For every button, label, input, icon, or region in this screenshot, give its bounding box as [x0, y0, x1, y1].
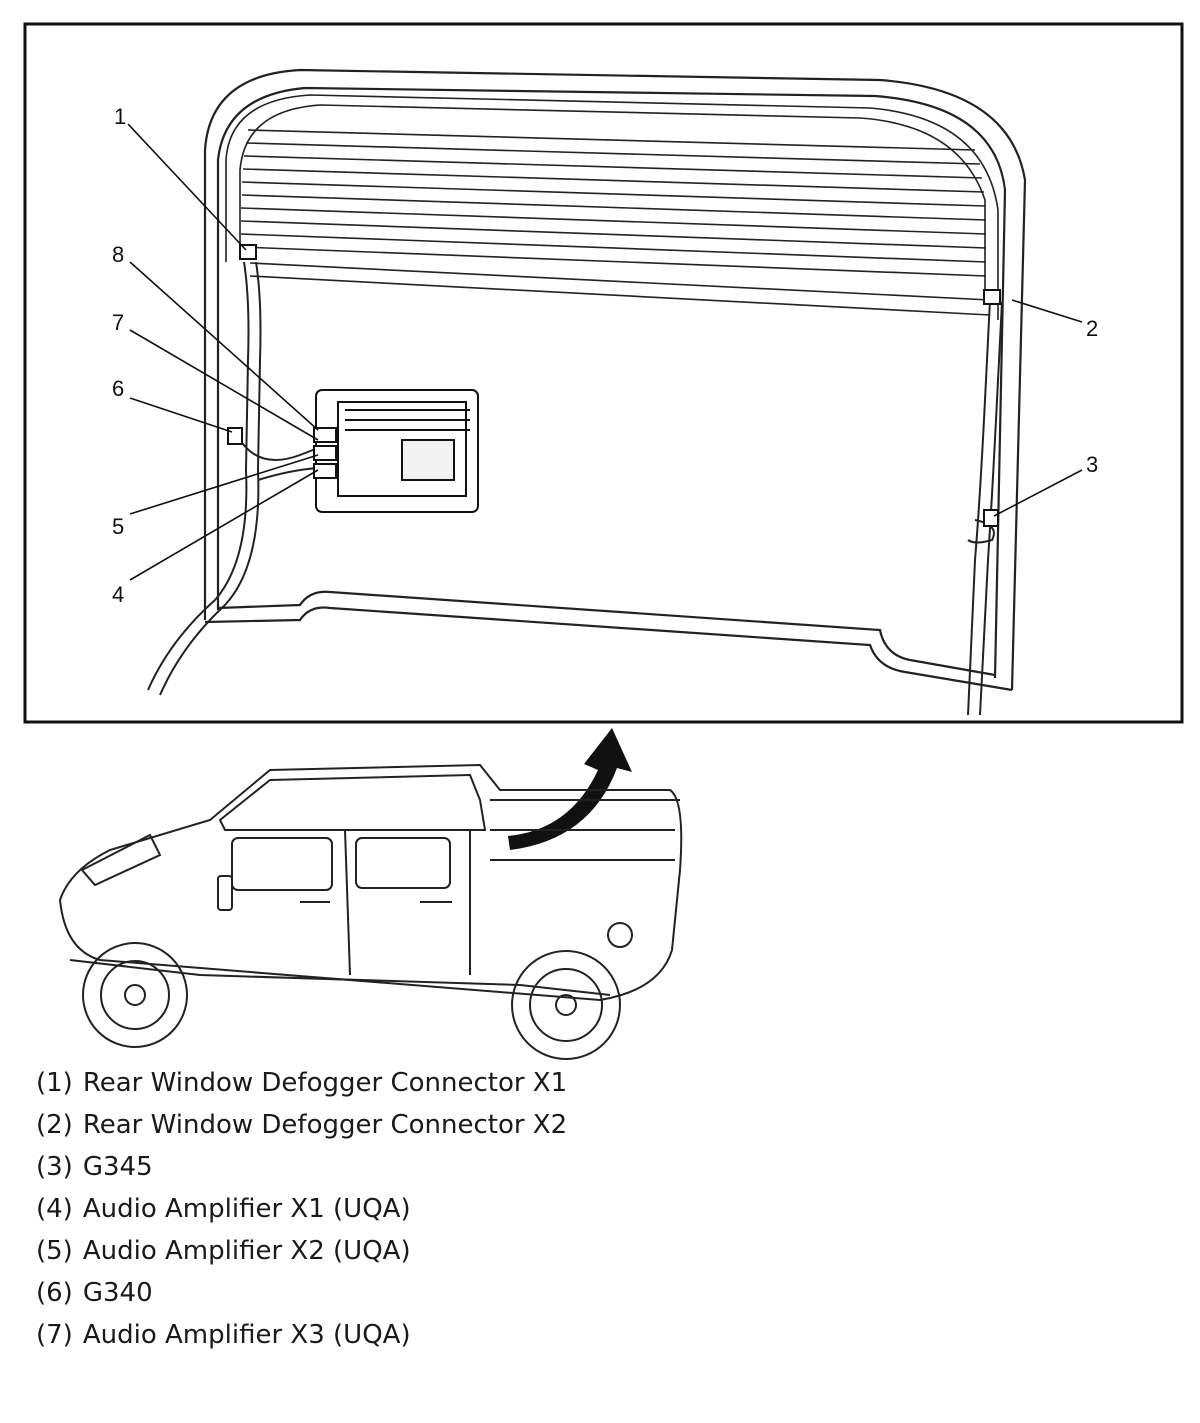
callout-2: 2 — [1086, 316, 1098, 341]
legend-item-number: (1) — [36, 1068, 73, 1098]
legend-item-label: G345 — [82, 1152, 153, 1182]
legend-item-number: (5) — [36, 1236, 73, 1266]
legend-item-number: (4) — [36, 1194, 73, 1224]
legend-item: (2) Rear Window Defogger Connector X2 — [36, 1104, 936, 1146]
legend-item-label: Audio Amplifier X1 (UQA) — [82, 1194, 411, 1224]
connector-x2 — [983, 289, 1001, 305]
legend-list: (1) Rear Window Defogger Connector X1 (2)… — [36, 1062, 936, 1356]
detail-view-frame — [23, 22, 1184, 724]
ground-g345 — [983, 509, 999, 527]
legend-item: (7) Audio Amplifier X3 (UQA) — [36, 1314, 936, 1356]
ground-g340 — [227, 427, 243, 445]
legend-item: (3) G345 — [36, 1146, 936, 1188]
callout-3: 3 — [1086, 452, 1098, 477]
legend-item: (1) Rear Window Defogger Connector X1 — [36, 1062, 936, 1104]
legend-item-number: (7) — [36, 1320, 73, 1350]
leader-lines — [127, 123, 1083, 581]
legend-item-label: Rear Window Defogger Connector X1 — [82, 1068, 568, 1098]
callout-4: 4 — [112, 582, 124, 607]
legend-item: (4) Audio Amplifier X1 (UQA) — [36, 1188, 936, 1230]
wiring-harness — [147, 261, 1003, 716]
legend-item-number: (6) — [36, 1278, 73, 1308]
legend-item: (5) Audio Amplifier X2 (UQA) — [36, 1230, 936, 1272]
legend-item-label: Audio Amplifier X3 (UQA) — [82, 1320, 411, 1350]
legend-item-label: Rear Window Defogger Connector X2 — [82, 1110, 568, 1140]
legend-item-label: Audio Amplifier X2 (UQA) — [82, 1236, 411, 1266]
front-wheel — [82, 942, 188, 1048]
component-location-diagram: 1 2 3 4 5 6 7 8 — [23, 22, 1184, 1060]
legend-item-number: (2) — [36, 1110, 73, 1140]
legend-item-label: G340 — [82, 1278, 153, 1308]
callout-8: 8 — [112, 242, 124, 267]
callout-5: 5 — [112, 514, 124, 539]
legend-item: (6) G340 — [36, 1272, 936, 1314]
callout-6: 6 — [112, 376, 124, 401]
legend-item-number: (3) — [36, 1152, 73, 1182]
vehicle-illustration — [58, 763, 683, 1002]
location-arrow — [508, 728, 632, 850]
rear-panel-outline — [203, 68, 1027, 692]
callout-1: 1 — [114, 104, 126, 129]
rear-window-glass — [225, 94, 999, 320]
audio-amplifier — [313, 389, 479, 513]
rear-wheel — [511, 950, 621, 1060]
callout-7: 7 — [112, 310, 124, 335]
